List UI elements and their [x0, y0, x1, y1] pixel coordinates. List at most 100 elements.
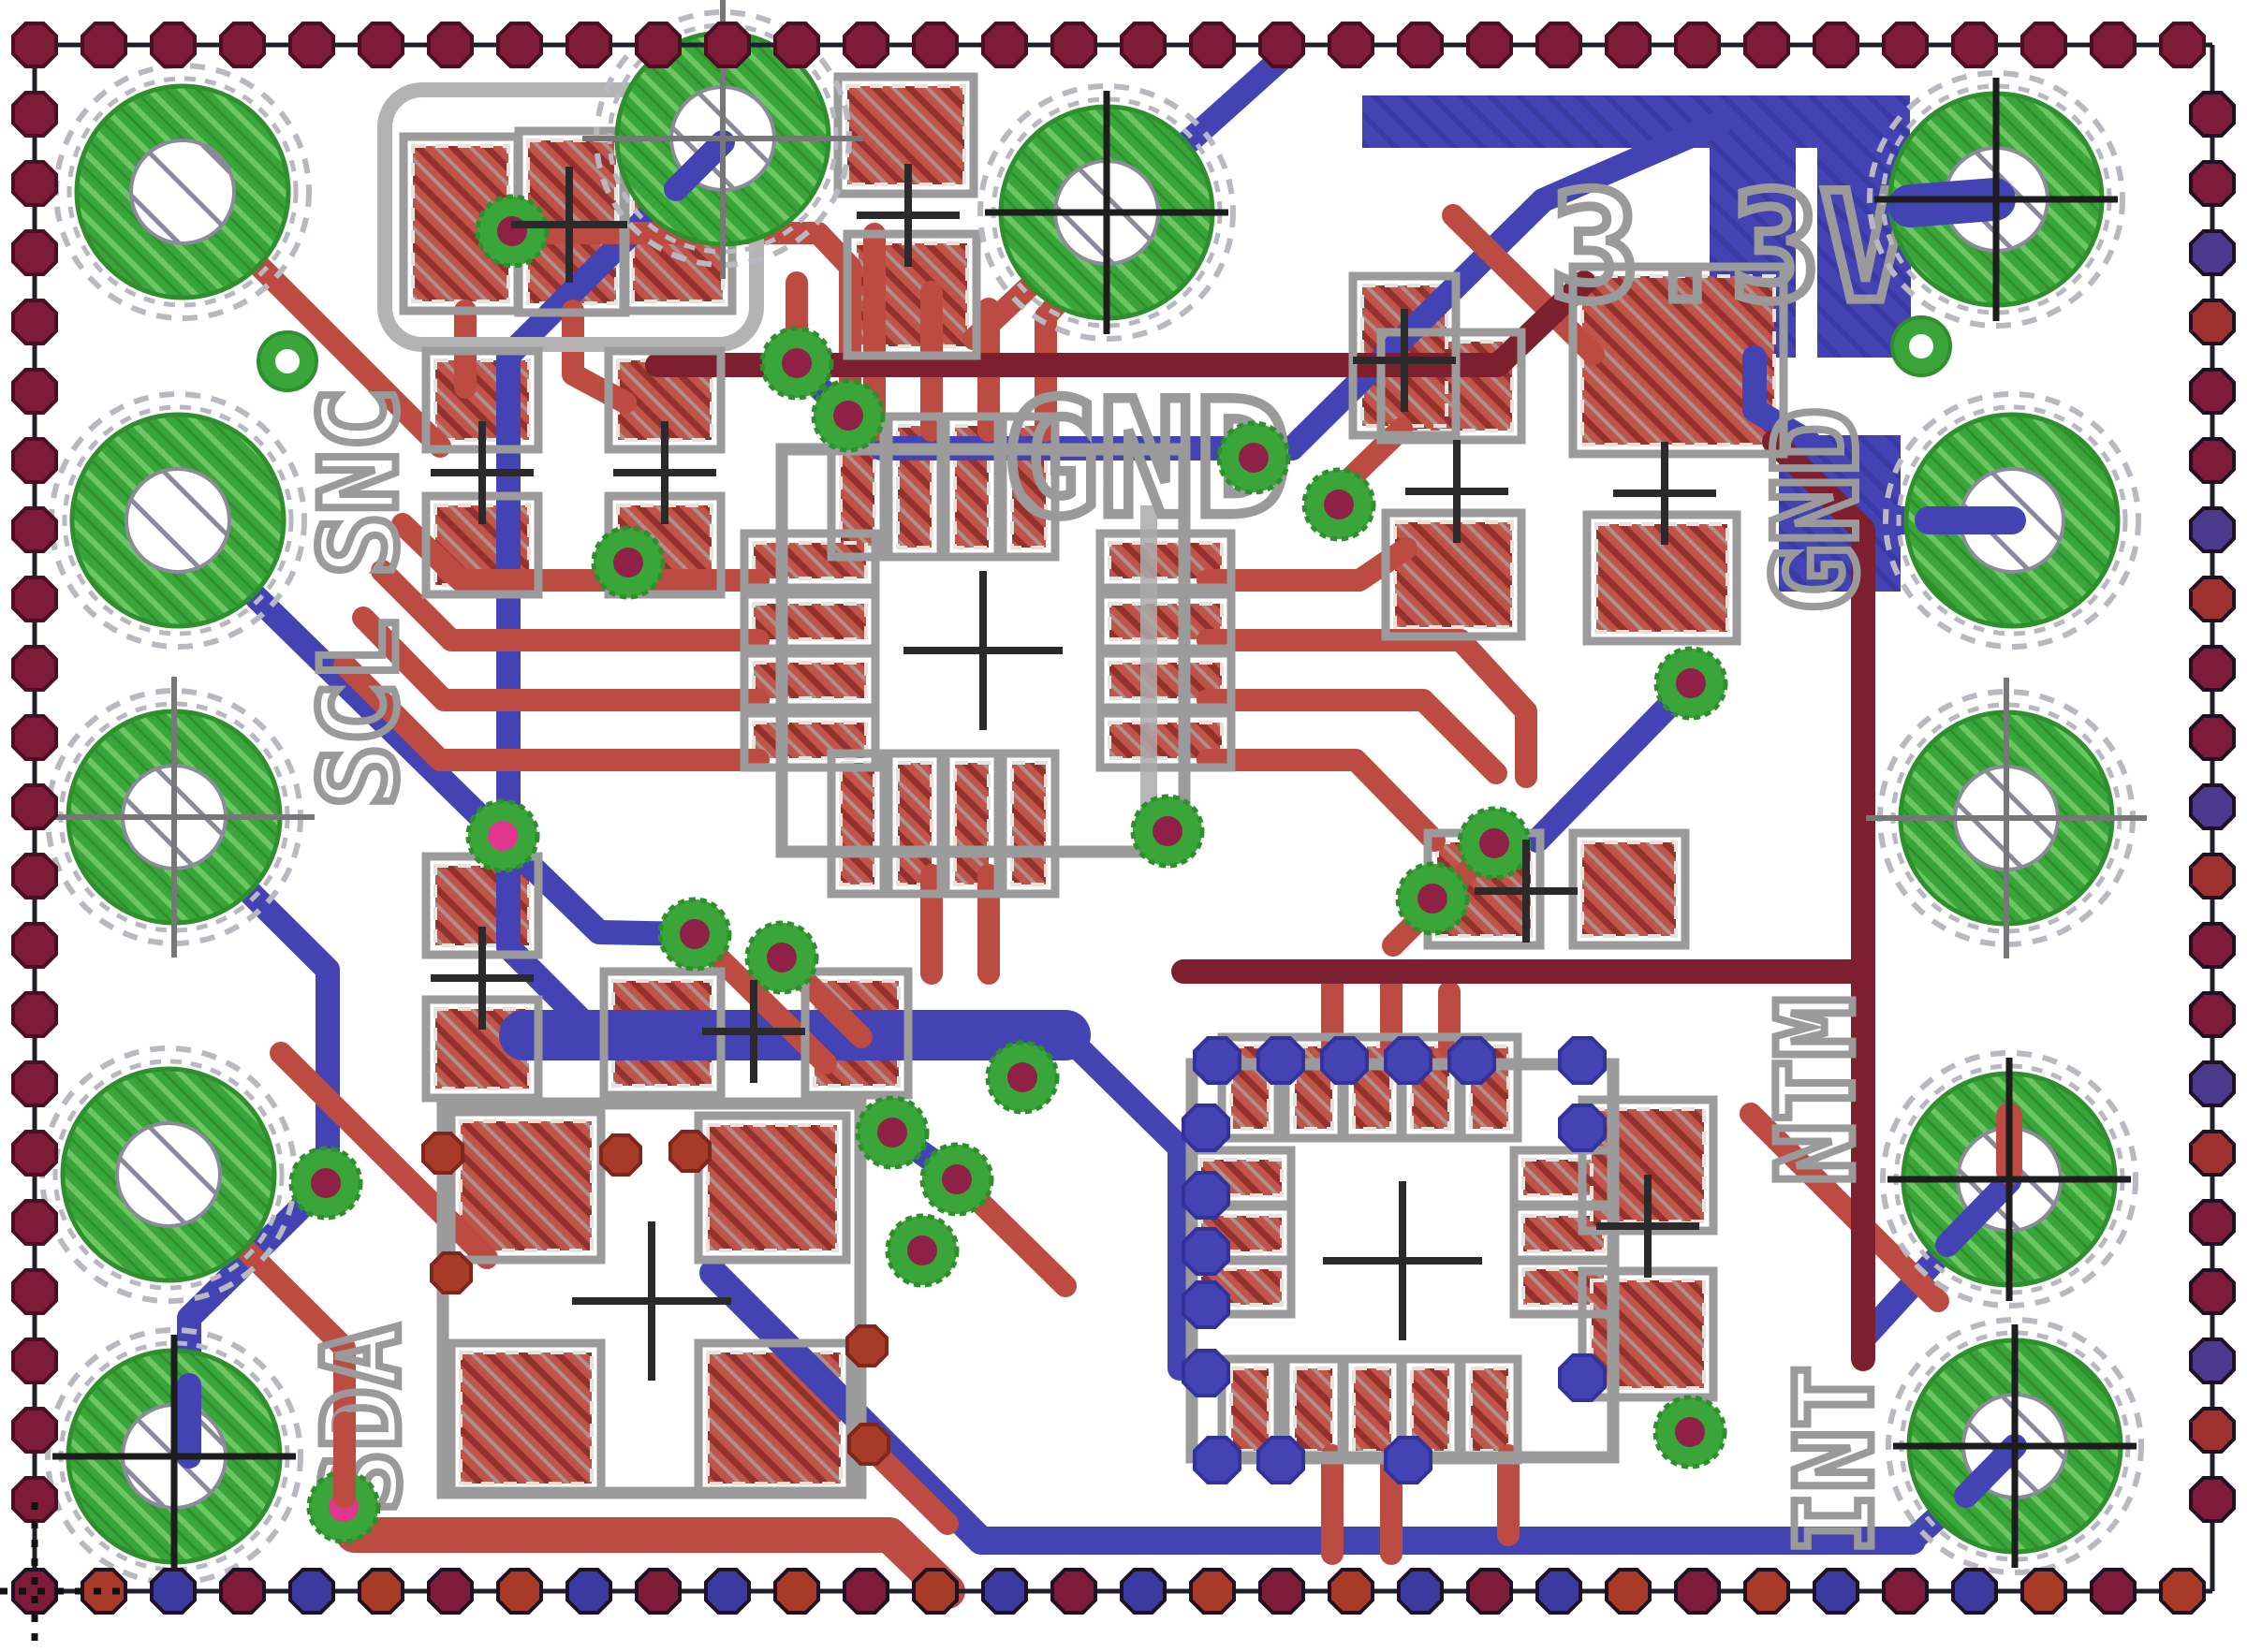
- inner-trace-layer[interactable]: [645, 270, 1875, 1371]
- outline-dot[interactable]: [1951, 1568, 1998, 1615]
- lga-bottom-left-pad[interactable]: [706, 1123, 839, 1252]
- outline-dot[interactable]: [1882, 1568, 1929, 1615]
- top-copper-trace[interactable]: [352, 607, 770, 711]
- outline-dot[interactable]: [2189, 229, 2236, 276]
- bottom-copper-trace[interactable]: [1742, 345, 1821, 454]
- outline-dot[interactable]: [2189, 299, 2236, 345]
- outline-dot[interactable]: [1258, 1568, 1305, 1615]
- outline-dot[interactable]: [1882, 22, 1929, 68]
- outline-dot[interactable]: [11, 368, 58, 415]
- outline-dot[interactable]: [1535, 22, 1582, 68]
- outline-dot[interactable]: [2189, 1476, 2236, 1523]
- outline-dot[interactable]: [2189, 437, 2236, 484]
- outline-dot[interactable]: [496, 1568, 543, 1615]
- outline-dot[interactable]: [1397, 22, 1444, 68]
- outline-dot[interactable]: [2189, 1268, 2236, 1315]
- bottom-layer-dot[interactable]: [1182, 1171, 1230, 1220]
- pad-silk-outline[interactable]: [1095, 590, 1236, 653]
- pad-silk-outline[interactable]: [447, 1338, 606, 1498]
- outline-dot[interactable]: [2189, 368, 2236, 415]
- outline-dot[interactable]: [150, 22, 197, 68]
- outline-dot[interactable]: [11, 437, 58, 484]
- qfn-bottom-right-pad[interactable]: [1469, 1367, 1510, 1453]
- pad-silk-outline[interactable]: [740, 709, 880, 772]
- outline-dot[interactable]: [704, 1568, 751, 1615]
- pad-silk-outline[interactable]: [1217, 1354, 1283, 1465]
- outline-dot[interactable]: [11, 853, 58, 899]
- top-layer-dot[interactable]: [599, 1133, 642, 1177]
- outline-dot[interactable]: [2189, 853, 2236, 899]
- pad-silk-outline[interactable]: [1095, 649, 1236, 712]
- outline-dot[interactable]: [81, 22, 127, 68]
- silk-bar[interactable]: [1140, 505, 1157, 842]
- silkscreen-label-scl-left[interactable]: SCL: [295, 615, 424, 811]
- top-copper-trace[interactable]: [1197, 629, 1537, 788]
- outline-dot[interactable]: [1050, 22, 1097, 68]
- outline-dot[interactable]: [2159, 1568, 2206, 1615]
- outline-dot[interactable]: [1743, 22, 1790, 68]
- top-layer-dot[interactable]: [430, 1251, 473, 1294]
- pad-silk-outline[interactable]: [1217, 1032, 1283, 1143]
- outline-dot[interactable]: [288, 1568, 335, 1615]
- pad-silk-outline[interactable]: [998, 412, 1060, 562]
- outline-dot[interactable]: [11, 1407, 58, 1454]
- pad-silk-outline[interactable]: [941, 749, 1003, 899]
- bottom-layer-dot[interactable]: [1182, 1280, 1230, 1329]
- outline-dot[interactable]: [11, 229, 58, 276]
- bottom-layer-dot[interactable]: [1558, 1036, 1607, 1085]
- outline-dot[interactable]: [2159, 22, 2206, 68]
- outline-dot[interactable]: [1120, 1568, 1167, 1615]
- pv9-pad[interactable]: [1580, 841, 1678, 938]
- outline-dot[interactable]: [2189, 1407, 2236, 1454]
- outline-dot[interactable]: [11, 1060, 58, 1107]
- pad-silk-outline[interactable]: [1457, 1032, 1522, 1143]
- outline-dot[interactable]: [11, 1338, 58, 1384]
- drill-hole[interactable]: [115, 1121, 222, 1228]
- bottom-layer-dot[interactable]: [1320, 1036, 1369, 1085]
- pad-entry-stub[interactable]: [1954, 1434, 2027, 1508]
- top-copper-trace[interactable]: [1197, 689, 1507, 784]
- pad-silk-outline[interactable]: [740, 529, 880, 592]
- silkscreen-label-int-right[interactable]: INT: [1770, 1362, 1900, 1558]
- outline-dot[interactable]: [11, 922, 58, 969]
- dark-copper-trace[interactable]: [1762, 430, 1875, 1371]
- outline-dot[interactable]: [2189, 1199, 2236, 1246]
- top-layer-dot[interactable]: [421, 1132, 464, 1175]
- copper-pour-layer[interactable]: [1362, 95, 1911, 592]
- pad-silk-outline[interactable]: [1095, 529, 1236, 592]
- drill-hole[interactable]: [125, 467, 231, 574]
- outline-dot[interactable]: [496, 22, 543, 68]
- outline-dot[interactable]: [11, 576, 58, 622]
- silkscreen-label-snc-left[interactable]: SNC: [295, 384, 424, 580]
- bottom-layer-dot[interactable]: [1384, 1036, 1432, 1085]
- outline-dot[interactable]: [1813, 1568, 1859, 1615]
- lga-bottom-left-outline[interactable]: [436, 1097, 867, 1499]
- drill-hole[interactable]: [129, 139, 236, 245]
- outline-dot[interactable]: [843, 1568, 889, 1615]
- bottom-layer-dot[interactable]: [1182, 1349, 1230, 1397]
- outline-dot[interactable]: [565, 1568, 612, 1615]
- outline-dot[interactable]: [981, 22, 1028, 68]
- outline-dot[interactable]: [11, 1130, 58, 1177]
- lga-bottom-left-pad[interactable]: [459, 1119, 594, 1252]
- qfn-bottom-right-pad[interactable]: [1352, 1367, 1393, 1453]
- outline-dot[interactable]: [1605, 1568, 1652, 1615]
- outline-dot[interactable]: [427, 22, 474, 68]
- outline-dot[interactable]: [11, 1476, 58, 1523]
- top-layer-dot[interactable]: [668, 1130, 712, 1173]
- top-copper-trace[interactable]: [1197, 537, 1417, 592]
- qfn-center-pad[interactable]: [1010, 761, 1048, 886]
- pad-entry-stub[interactable]: [1935, 1169, 2021, 1257]
- bottom-layer-dot[interactable]: [1384, 1436, 1432, 1484]
- bottom-layer-dot[interactable]: [1558, 1353, 1607, 1402]
- pad-silk-outline[interactable]: [694, 1338, 855, 1498]
- pad-silk-outline[interactable]: [884, 749, 946, 899]
- outline-dot[interactable]: [1466, 1568, 1513, 1615]
- qfn-center-pad[interactable]: [752, 602, 868, 641]
- bottom-layer-dot[interactable]: [1193, 1036, 1241, 1085]
- top-copper-trace[interactable]: [333, 653, 770, 771]
- copper-pour-3v3[interactable]: [1362, 95, 1910, 148]
- outline-dot[interactable]: [635, 1568, 682, 1615]
